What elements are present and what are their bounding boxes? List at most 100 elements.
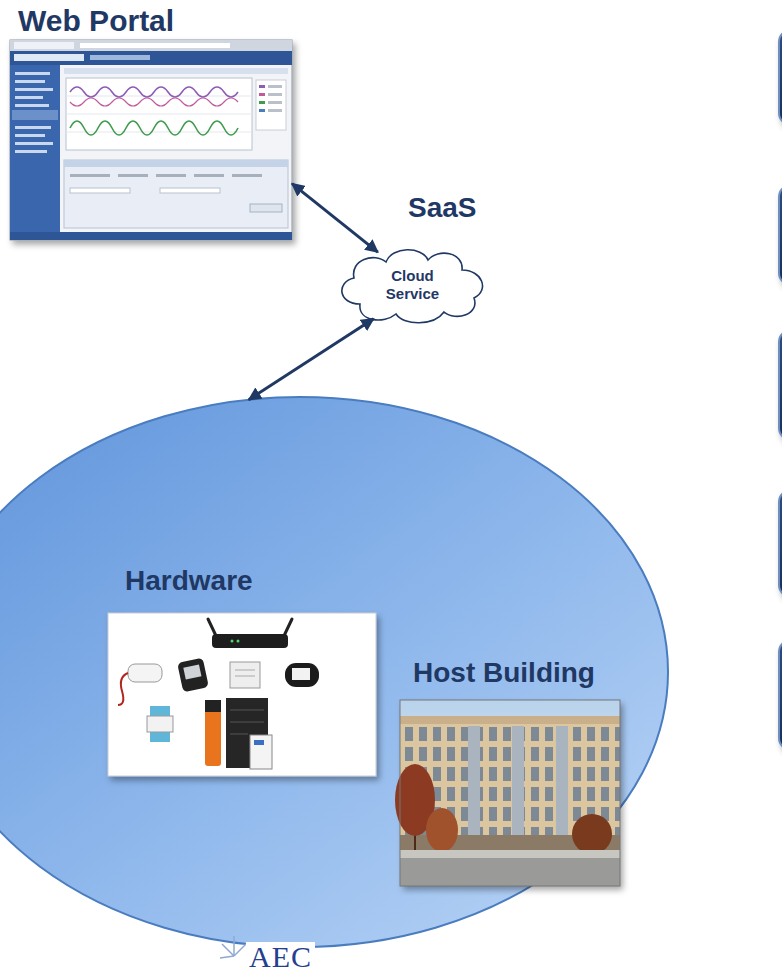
portal-screenshot xyxy=(259,85,265,88)
portal-screenshot xyxy=(259,93,265,96)
portal-screenshot xyxy=(70,174,110,177)
building-photo xyxy=(556,726,568,836)
text-holder: Cloud Service xyxy=(330,242,495,327)
portal-screenshot xyxy=(14,54,84,61)
portal-screenshot xyxy=(259,109,265,112)
portal-screenshot xyxy=(194,174,224,177)
hardware-photo xyxy=(183,665,201,680)
portal-screenshot xyxy=(70,87,238,97)
portal-screenshot xyxy=(10,232,292,240)
portal-screenshot xyxy=(15,134,45,137)
hardware-photo xyxy=(254,740,264,745)
portal-screenshot xyxy=(15,88,53,91)
hardware-photo xyxy=(177,658,209,693)
side-panels xyxy=(779,185,782,285)
building-photo xyxy=(400,850,620,886)
building-photo xyxy=(395,700,620,886)
portal-screenshot xyxy=(250,204,282,212)
side-panels xyxy=(779,30,782,750)
region-ellipse: HardwareHost Building xyxy=(0,395,670,949)
hardware-photo xyxy=(292,668,310,680)
building-photo xyxy=(572,814,612,854)
portal-screenshot xyxy=(259,101,265,104)
hardware-photo xyxy=(235,670,255,671)
portal-screenshot xyxy=(15,96,43,99)
portal-screenshot xyxy=(90,55,150,60)
side-panels xyxy=(779,640,782,750)
hardware-photo xyxy=(128,664,162,682)
double-arrow xyxy=(249,319,374,400)
portal-screenshot xyxy=(70,98,238,106)
portal-screenshot xyxy=(15,142,53,145)
text-holder: Web Portal xyxy=(18,4,174,39)
portal-screenshot xyxy=(10,40,292,240)
portal-screenshot xyxy=(12,110,58,120)
hardware-photo xyxy=(231,640,234,643)
portal-screenshot xyxy=(10,40,292,51)
portal-screenshot xyxy=(15,104,49,107)
hardware-photo xyxy=(230,734,248,735)
portal-screenshot xyxy=(64,160,288,167)
portal-screenshot xyxy=(118,174,148,177)
portal-screenshot xyxy=(256,80,286,130)
portal-screenshot xyxy=(64,68,288,74)
hardware-photo xyxy=(212,634,288,648)
portal-screenshot xyxy=(10,40,292,240)
portal-screenshot xyxy=(10,51,292,65)
logo-mark xyxy=(220,936,246,958)
portal-screenshot xyxy=(70,121,238,135)
portal-screenshot xyxy=(66,132,252,133)
hardware-photo xyxy=(108,613,376,776)
hardware-photo xyxy=(230,710,264,711)
hardware-photo xyxy=(230,662,260,688)
side-panels xyxy=(779,490,782,597)
hardware-photo xyxy=(230,722,264,723)
portal-screenshot xyxy=(268,93,282,96)
hardware-photo xyxy=(118,673,128,705)
building-photo xyxy=(426,808,458,852)
text-holder: SaaS xyxy=(408,192,477,224)
hardware-photo xyxy=(108,613,376,776)
side-panels xyxy=(779,30,782,125)
logo-mark xyxy=(234,944,246,956)
hardware-photo xyxy=(205,700,221,766)
building-photo xyxy=(400,700,620,886)
hardware-heading: Hardware xyxy=(125,565,253,597)
region-outline xyxy=(0,397,668,947)
logo-mark xyxy=(222,944,234,956)
portal-screenshot xyxy=(15,126,51,129)
portal-screenshot xyxy=(66,78,252,150)
logo-mark xyxy=(220,956,234,958)
portal-screenshot xyxy=(15,80,45,83)
portal-screenshot xyxy=(15,72,50,75)
double-arrow xyxy=(292,184,378,252)
portal-screenshot xyxy=(15,150,47,153)
portal-screenshot xyxy=(10,65,60,240)
portal-screenshot xyxy=(160,188,220,193)
portal-screenshot xyxy=(80,43,230,48)
cloud-outline xyxy=(342,250,483,323)
label-holder: AEC xyxy=(246,942,315,972)
building-photo xyxy=(400,850,620,858)
portal-screenshot xyxy=(14,42,74,49)
portal-screenshot xyxy=(66,114,252,115)
hardware-photo xyxy=(235,676,255,677)
portal-screenshot xyxy=(156,174,186,177)
portal-screenshot xyxy=(70,188,130,193)
portal-screenshot xyxy=(232,174,262,177)
logo-text: AEC xyxy=(246,942,315,972)
portal-screenshot xyxy=(64,160,288,228)
text-holder: Host Building xyxy=(413,657,595,689)
cloud-node: SaaS Cloud Service xyxy=(330,190,495,327)
hardware-photo xyxy=(250,735,272,769)
building-photo xyxy=(468,726,480,836)
saas-heading: SaaS xyxy=(408,192,477,224)
hardware-photo xyxy=(205,700,221,712)
portal-frame: Web Portal xyxy=(10,4,292,242)
hardware-photo xyxy=(285,663,319,687)
hardware-photo xyxy=(237,640,240,643)
building-photo xyxy=(512,726,524,836)
portal-screenshot xyxy=(268,85,282,88)
